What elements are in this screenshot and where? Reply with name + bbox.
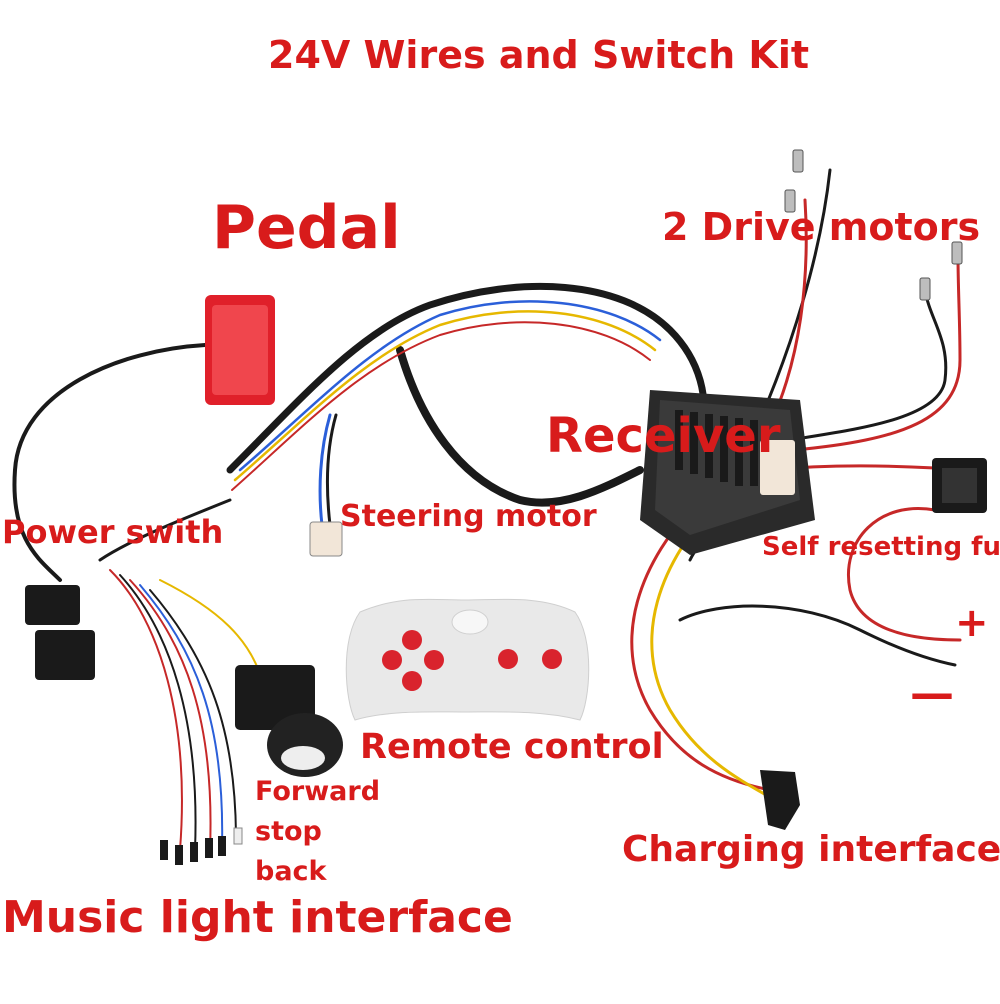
receiver-illustration — [640, 390, 815, 555]
music-light-interface-label: Music light interface — [2, 892, 513, 943]
drive-motors-label: 2 Drive motors — [662, 205, 981, 249]
remote-control-illustration — [345, 598, 590, 721]
pedal-label: Pedal — [212, 193, 401, 263]
minus-label: — — [910, 668, 954, 719]
power-switch-label: Power swith — [2, 513, 224, 551]
wiring-harness — [12, 168, 962, 851]
steering-motor-label: Steering motor — [340, 499, 597, 534]
plus-label: + — [955, 600, 989, 646]
forward-stop-back-label: Forward stop back — [255, 776, 381, 887]
charging-connector — [760, 770, 800, 830]
page-title: 24V Wires and Switch Kit — [268, 33, 810, 77]
fuse-label: Self resetting fus — [762, 532, 1000, 562]
motor-terminals — [784, 149, 963, 301]
shift-switch — [235, 665, 343, 777]
receiver-label: Receiver — [546, 408, 781, 464]
music-light-connectors — [160, 827, 243, 865]
power-switches — [25, 585, 95, 680]
remote-control-label: Remote control — [360, 727, 664, 767]
steering-connector — [309, 521, 343, 557]
pedal-illustration — [205, 295, 275, 405]
charging-interface-label: Charging interface — [622, 829, 1000, 870]
fuse-illustration — [932, 458, 987, 513]
